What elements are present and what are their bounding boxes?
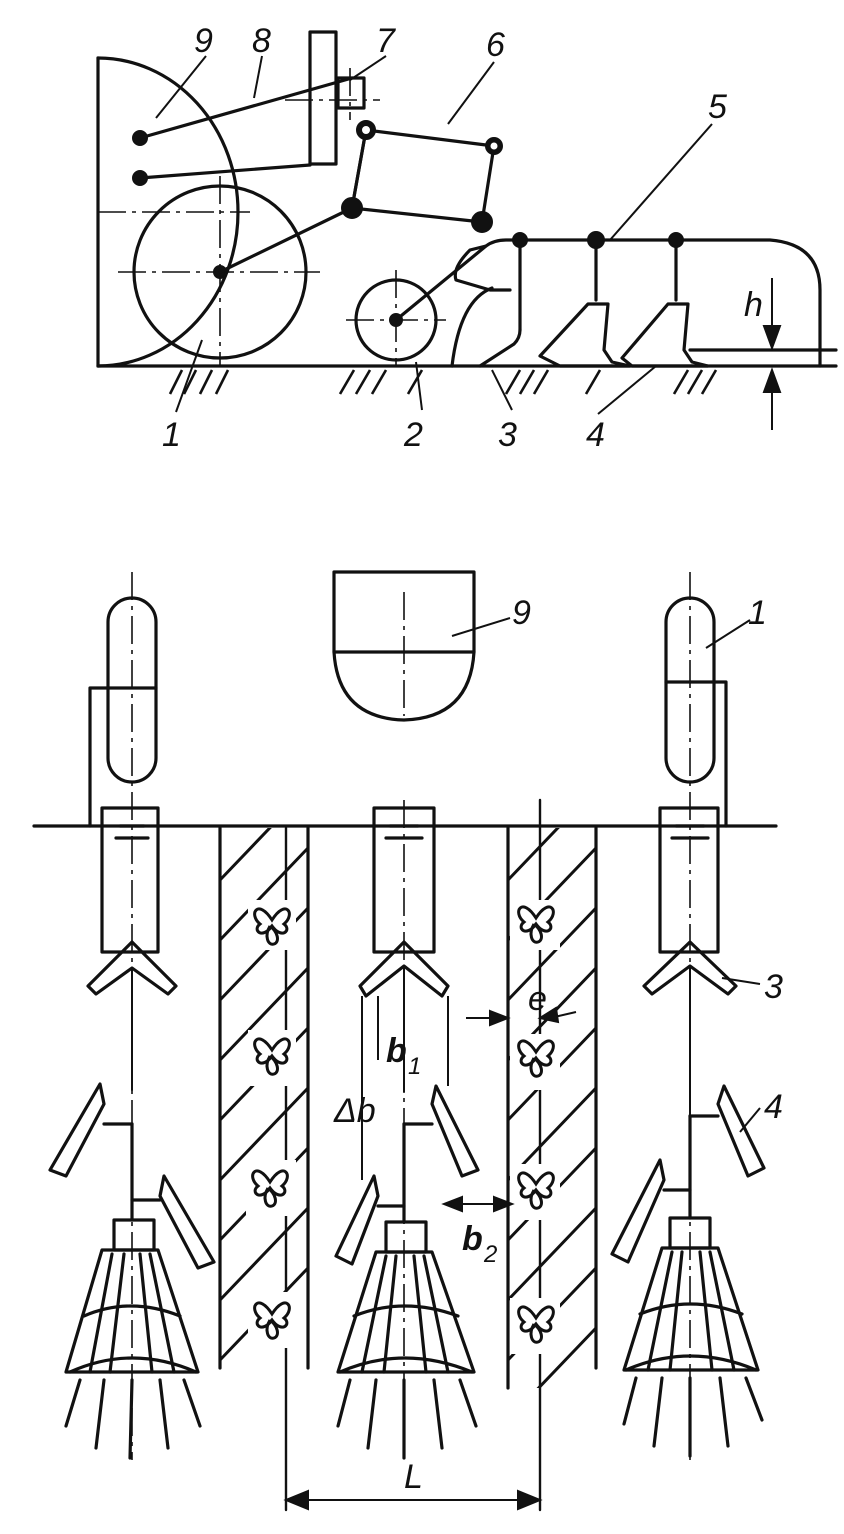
label-4-plan: 4 <box>764 1088 783 1126</box>
label-9: 9 <box>194 22 213 60</box>
label-b2-sub: 2 <box>483 1241 497 1268</box>
label-2: 2 <box>403 416 423 454</box>
section-right <box>610 806 766 1264</box>
implement-frame <box>394 238 822 368</box>
harrow-center <box>336 1250 478 1460</box>
sweep-plan <box>716 1084 766 1178</box>
label-b2: b <box>462 1220 483 1258</box>
sweep-tool <box>538 302 632 368</box>
dimension-b2 <box>441 1195 515 1213</box>
label-1-plan: 1 <box>748 594 767 632</box>
top-link <box>138 76 354 140</box>
harrow-right <box>622 1246 764 1458</box>
sweep-plan <box>430 1084 480 1178</box>
ground-hatch <box>168 369 718 395</box>
sweep-plan <box>334 1174 380 1266</box>
label-7: 7 <box>376 22 396 60</box>
section-center <box>334 806 480 1266</box>
label-3-plan: 3 <box>764 968 783 1006</box>
label-b1-sub: 1 <box>408 1053 421 1080</box>
sweep-plan <box>48 1082 106 1178</box>
side-view: 9 8 7 6 5 h 1 2 3 4 <box>96 22 838 454</box>
label-6: 6 <box>486 26 505 64</box>
harrow-left <box>64 1248 202 1460</box>
label-5: 5 <box>708 88 727 126</box>
label-4: 4 <box>586 416 605 454</box>
section-left <box>48 806 216 1270</box>
label-9-plan: 9 <box>512 594 531 632</box>
label-e: e <box>528 980 547 1018</box>
crop-strip-left <box>218 826 310 1512</box>
sweep-plan <box>158 1174 216 1270</box>
plan-view: 9 1 3 4 b 1 Δb b 2 e L <box>32 570 783 1512</box>
crop-strip-right <box>506 798 598 1512</box>
mast <box>308 30 338 166</box>
sweep-plan <box>610 1158 666 1264</box>
label-h: h <box>744 286 763 324</box>
label-delta-b: Δb <box>333 1092 376 1130</box>
label-8: 8 <box>252 22 271 60</box>
label-L: L <box>404 1458 423 1496</box>
dimension-e <box>466 1006 577 1027</box>
label-b1: b <box>386 1032 407 1070</box>
tractor-body-plan <box>332 570 476 722</box>
label-1: 1 <box>162 416 181 454</box>
dimension-L <box>283 1489 543 1511</box>
label-3: 3 <box>498 416 517 454</box>
parallelogram-linkage <box>350 128 496 224</box>
sweep-tool <box>620 302 710 368</box>
